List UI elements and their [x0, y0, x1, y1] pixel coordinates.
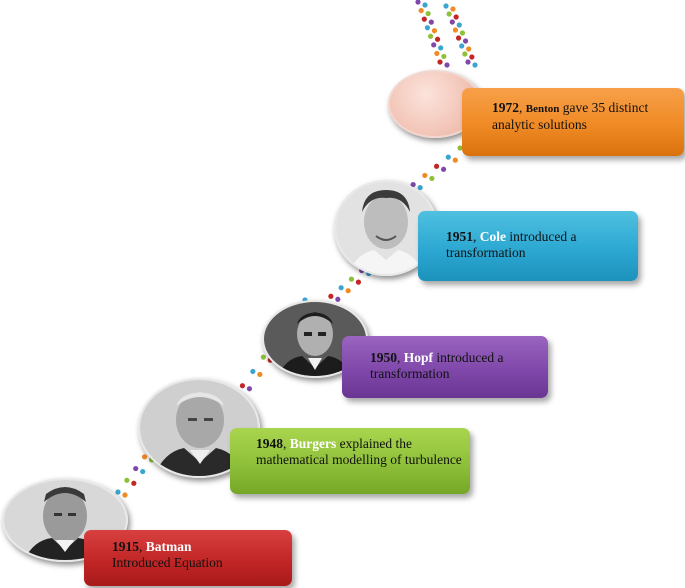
card-year: 1948: [256, 436, 283, 451]
trail-dot: [444, 62, 450, 68]
trail-dot: [415, 0, 421, 5]
trail-dot: [457, 145, 463, 151]
card-description: Introduced Equation: [112, 555, 223, 570]
card-description: explained the mathematical modelling of …: [256, 436, 462, 467]
trail-dot: [122, 492, 128, 498]
trail-dot: [462, 38, 469, 44]
card-year: 1915: [112, 539, 139, 554]
card-separator: ,: [519, 100, 526, 115]
trail-dot: [131, 480, 137, 486]
trail-dot: [433, 163, 440, 169]
trail-dot: [345, 288, 351, 294]
trail-dot: [424, 25, 431, 31]
trail-dot: [431, 42, 437, 48]
trail-dot: [449, 19, 455, 25]
trail-dot: [462, 51, 468, 57]
trail-dot: [437, 59, 443, 65]
trail-dot: [443, 3, 449, 9]
trail-dot: [140, 468, 146, 475]
trail-dot: [257, 371, 263, 378]
trail-dot: [440, 166, 447, 172]
trail-dot: [124, 477, 130, 483]
trail-dot: [260, 354, 266, 360]
trail-dot: [441, 53, 447, 60]
trail-dot: [328, 293, 334, 299]
card-description: introduced a transformation: [370, 350, 504, 381]
card-name: Cole: [479, 229, 506, 244]
trail-dot: [422, 2, 428, 8]
trail-dot: [446, 11, 452, 17]
timeline-card-1915: 1915, Batman Introduced Equation: [84, 530, 292, 586]
trail-dot: [428, 19, 434, 25]
trail-dot: [434, 50, 440, 57]
trail-dot: [429, 175, 435, 182]
card-name: Batman: [145, 539, 192, 554]
trail-dot: [431, 28, 438, 34]
card-separator: ,: [473, 229, 480, 244]
trail-dot: [425, 10, 431, 17]
timeline-card-1950: 1950, Hopf introduced a transformation: [342, 336, 548, 398]
trail-dot: [355, 279, 362, 285]
trail-dot: [427, 33, 434, 39]
trail-dot: [466, 46, 472, 52]
trail-dot: [335, 296, 341, 302]
card-separator: ,: [397, 350, 404, 365]
trail-dot: [434, 36, 441, 42]
trail-dot: [141, 454, 148, 460]
trail-dot: [450, 6, 456, 12]
trail-dot: [421, 16, 427, 22]
card-separator: ,: [139, 539, 146, 554]
trail-dot: [133, 465, 139, 472]
trail-dot: [453, 14, 459, 20]
trail-dot: [422, 172, 428, 179]
trail-dot: [250, 368, 256, 375]
trail-dot: [115, 489, 121, 495]
trail-dot: [459, 43, 465, 49]
card-name: Hopf: [403, 350, 434, 365]
card-separator: ,: [283, 436, 290, 451]
trail-dot: [445, 154, 451, 160]
trail-dot: [338, 285, 344, 291]
trail-dot: [459, 30, 466, 36]
trail-dot: [348, 276, 355, 282]
trail-dot: [469, 54, 475, 60]
trail-dot: [452, 157, 458, 163]
card-year: 1972: [492, 100, 519, 115]
trail-dot: [465, 59, 471, 65]
trail-dot: [246, 386, 253, 392]
trail-dot: [472, 62, 478, 68]
trail-dot: [239, 383, 246, 389]
timeline-card-1948: 1948, Burgers explained the mathematical…: [230, 428, 470, 494]
card-year: 1950: [370, 350, 397, 365]
card-description: introduced a transformation: [446, 229, 577, 260]
card-name: Burgers: [289, 436, 337, 451]
trail-dot: [418, 7, 424, 14]
timeline-card-1972: 1972, Benton gave 35 distinct analytic s…: [462, 88, 684, 156]
timeline-card-1951: 1951, Cole introduced a transformation: [418, 211, 638, 281]
card-name: Benton: [525, 103, 560, 115]
trail-dot: [438, 45, 444, 51]
trail-dot: [417, 184, 423, 191]
trail-dot: [455, 35, 462, 41]
card-year: 1951: [446, 229, 473, 244]
trail-dot: [452, 27, 459, 33]
trail-dot: [456, 22, 462, 28]
card-description: gave 35 distinct analytic solutions: [492, 100, 649, 132]
